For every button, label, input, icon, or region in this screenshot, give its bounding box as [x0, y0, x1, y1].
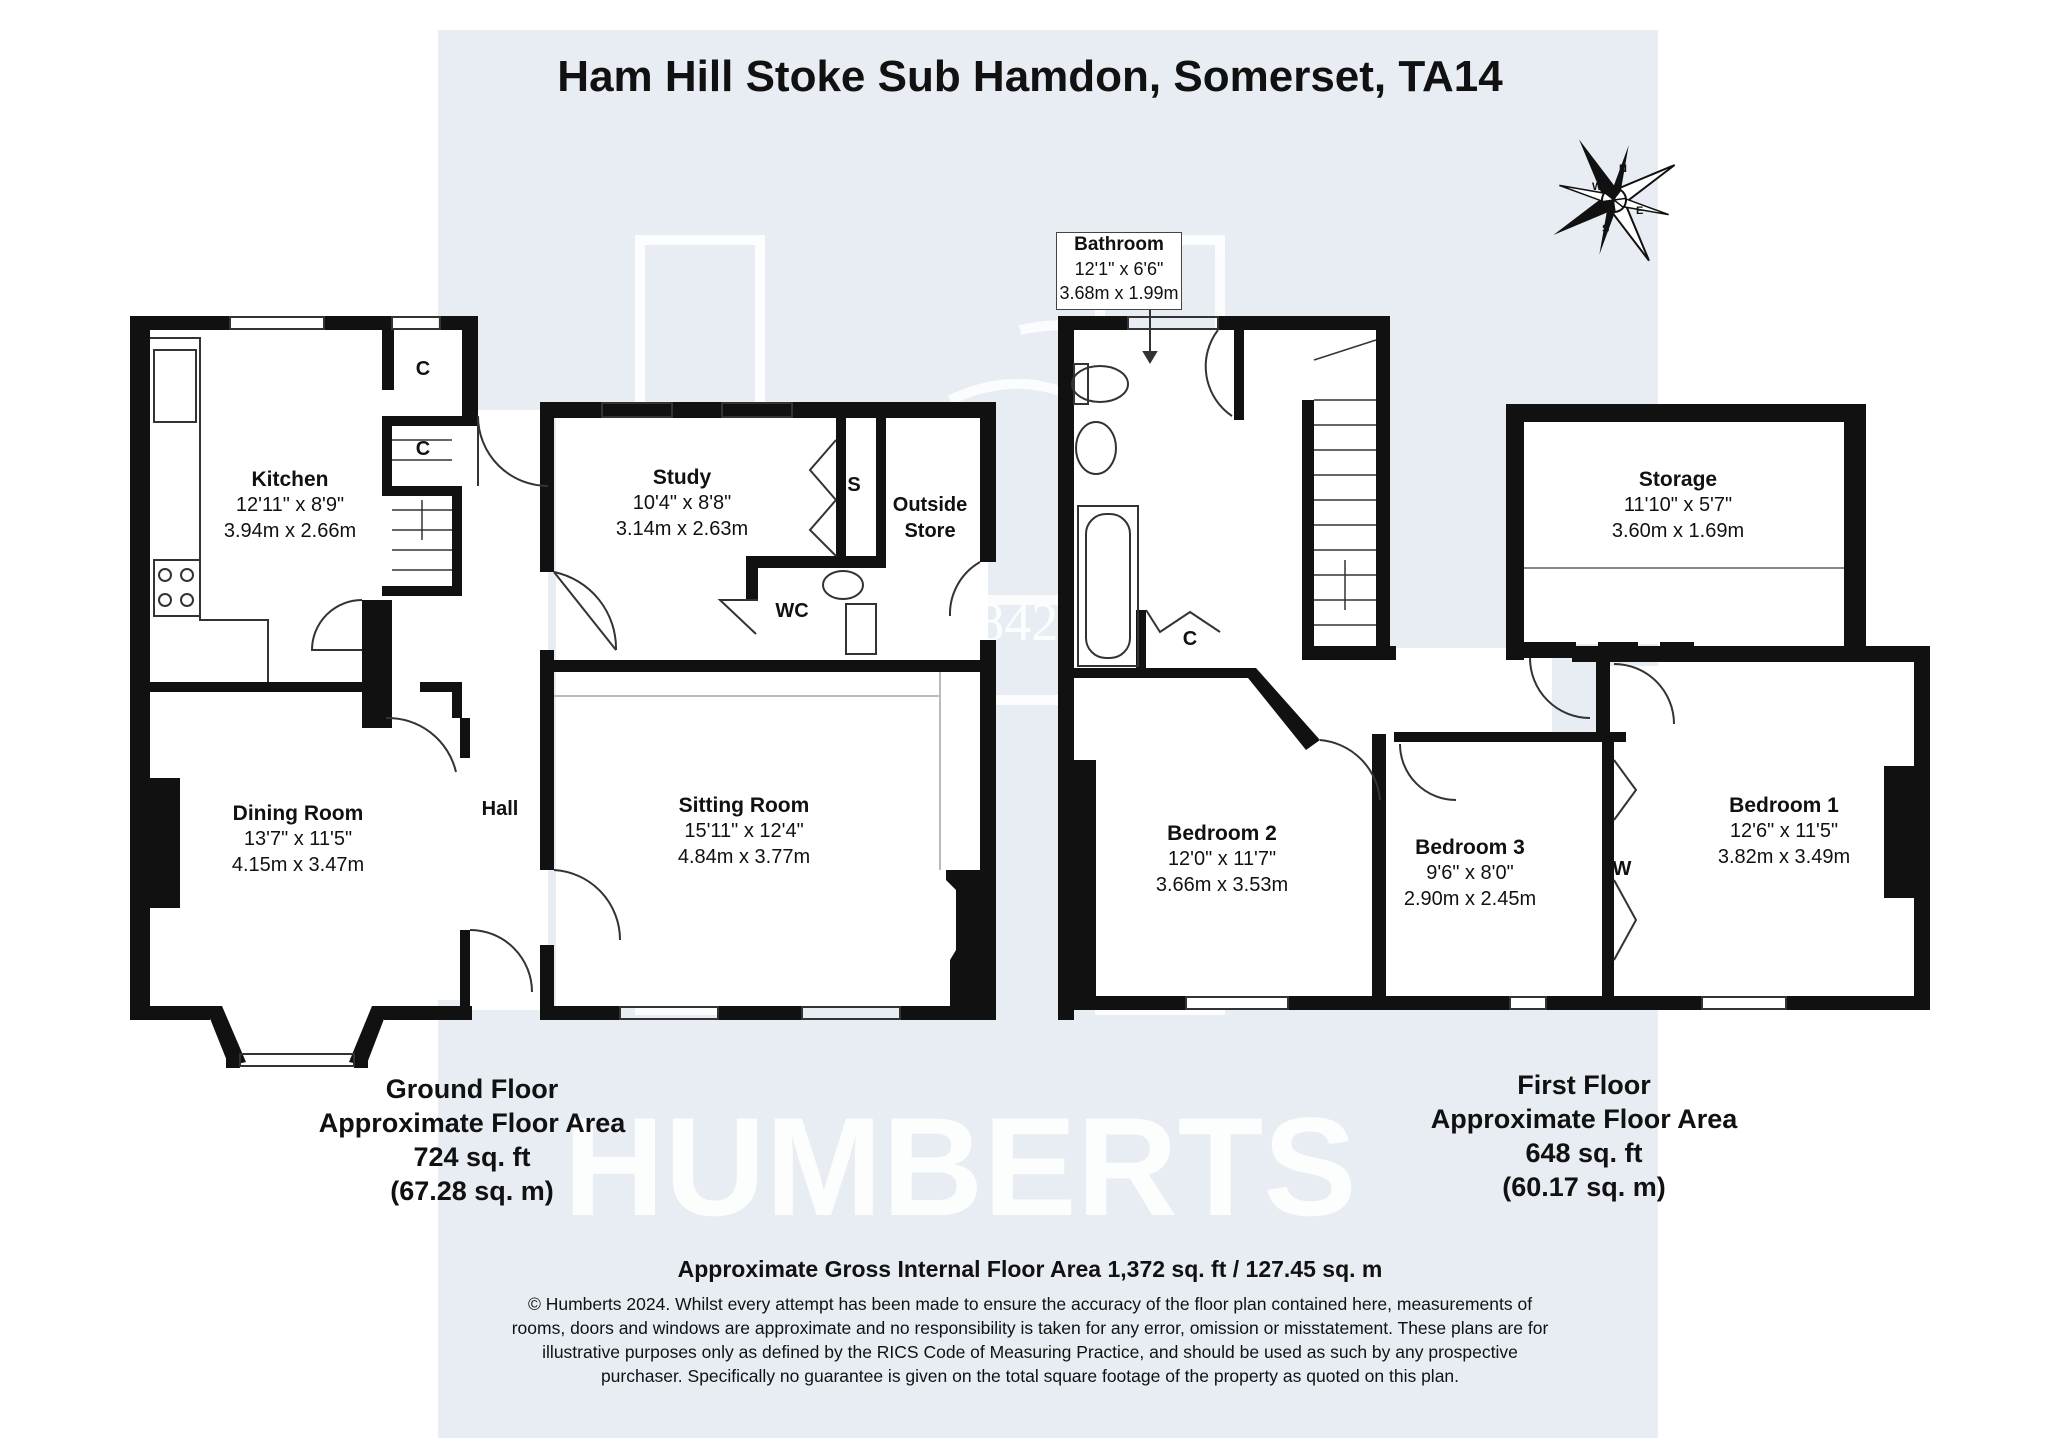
- first-floor-summary: First Floor Approximate Floor Area 648 s…: [1430, 1070, 1738, 1202]
- bedroom-2-label: Bedroom 2 12'0" x 11'7" 3.66m x 3.53m: [1155, 822, 1289, 896]
- cupboard-label-2: C: [415, 438, 431, 460]
- svg-text:S: S: [1602, 223, 1609, 235]
- ground-floor-summary: Ground Floor Approximate Floor Area 724 …: [318, 1074, 626, 1206]
- outside-store-label-1: Outside: [892, 494, 968, 516]
- disclaimer-text: © Humberts 2024. Whilst every attempt ha…: [511, 1294, 1549, 1386]
- svg-text:E: E: [1636, 205, 1643, 217]
- bedroom-3-label: Bedroom 3 9'6" x 8'0" 2.90m x 2.45m: [1403, 836, 1537, 910]
- outside-store-label-2: Store: [904, 520, 956, 542]
- compass-rose-icon: [1553, 139, 1676, 262]
- bathroom-label: Bathroom 12'1" x 6'6" 3.68m x 1.99m: [1056, 232, 1182, 310]
- svg-text:N: N: [1619, 163, 1627, 175]
- walls: [130, 316, 1930, 1068]
- storage-label: Storage 11'10" x 5'7" 3.60m x 1.69m: [1611, 468, 1745, 542]
- bathroom-cupboard-label: C: [1182, 628, 1198, 650]
- wc-label: WC: [775, 600, 809, 622]
- watermark-brand: HUMBERTS: [563, 1088, 1356, 1245]
- hall-label: Hall: [481, 798, 519, 820]
- kitchen-label: Kitchen 12'11" x 8'9" 3.94m x 2.66m: [223, 468, 357, 542]
- study-label: Study 10'4" x 8'8" 3.14m x 2.63m: [615, 466, 749, 540]
- page-title: Ham Hill Stoke Sub Hamdon, Somerset, TA1…: [557, 52, 1503, 101]
- gross-floor-area: Approximate Gross Internal Floor Area 1,…: [677, 1256, 1383, 1282]
- cupboard-label-1: C: [415, 358, 431, 380]
- wardrobe-label: W: [1612, 858, 1632, 880]
- s-cupboard-label: S: [847, 474, 861, 496]
- bedroom-1-label: Bedroom 1 12'6" x 11'5" 3.82m x 3.49m: [1717, 794, 1851, 868]
- sitting-room-label: Sitting Room 15'11" x 12'4" 4.84m x 3.77…: [677, 794, 811, 868]
- dining-room-label: Dining Room 13'7" x 11'5" 4.15m x 3.47m: [231, 802, 365, 876]
- svg-text:W: W: [1592, 181, 1603, 193]
